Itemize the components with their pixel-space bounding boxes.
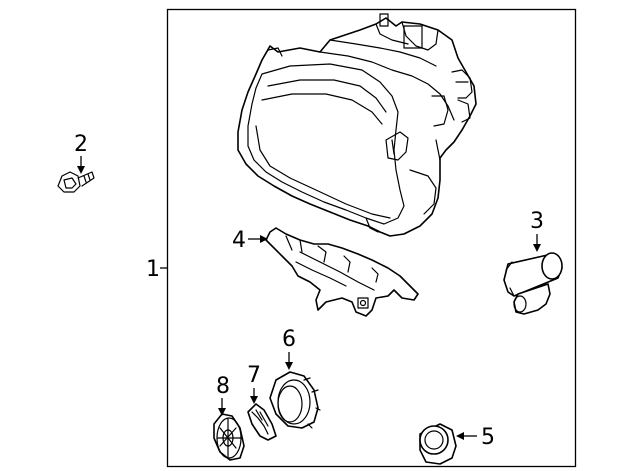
bolt-icon bbox=[57, 171, 95, 193]
callout-3: 3 bbox=[530, 209, 544, 234]
callout-8: 8 bbox=[216, 374, 230, 399]
retainer-ring-icon bbox=[269, 371, 321, 429]
callout-1: 1 bbox=[146, 257, 160, 282]
bulb-socket-icon bbox=[503, 252, 563, 315]
callout-2: 2 bbox=[74, 132, 88, 157]
cover-icon bbox=[213, 413, 245, 461]
arrow-3 bbox=[533, 244, 541, 252]
bracket-icon bbox=[265, 227, 419, 317]
arrow-7 bbox=[250, 396, 258, 404]
callout-5: 5 bbox=[481, 425, 495, 450]
cap-icon bbox=[419, 423, 457, 465]
callout-4: 4 bbox=[232, 228, 246, 253]
callout-7: 7 bbox=[247, 363, 261, 388]
arrow-6 bbox=[285, 362, 293, 370]
assembly-frame bbox=[166, 8, 577, 468]
headlamp-icon bbox=[237, 13, 477, 237]
arrow-8 bbox=[218, 408, 226, 416]
arrow-2 bbox=[77, 166, 85, 174]
arrow-4 bbox=[260, 235, 268, 243]
arrow-5 bbox=[456, 432, 464, 440]
callout-6: 6 bbox=[282, 327, 296, 352]
seal-icon bbox=[247, 403, 277, 441]
